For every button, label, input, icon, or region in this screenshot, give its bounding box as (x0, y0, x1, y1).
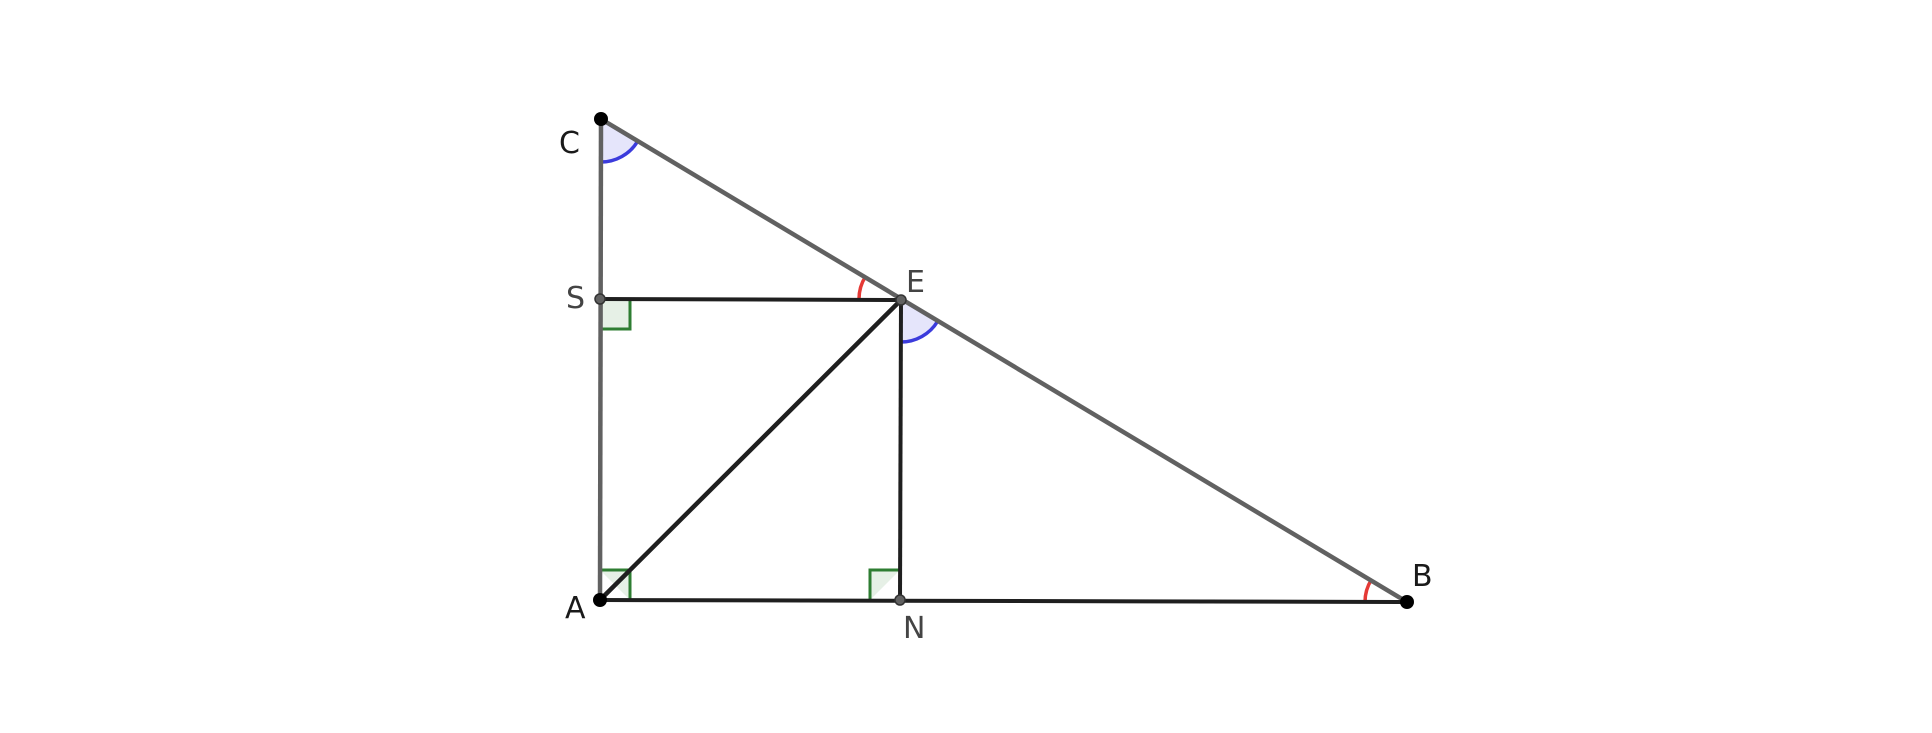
angle-arc-c (600, 140, 639, 164)
angle-marks (598, 119, 1374, 603)
right-angle-mark-s (598, 299, 632, 331)
label-b: B (1412, 559, 1433, 594)
label-e: E (906, 265, 925, 300)
point-e[interactable] (895, 294, 907, 306)
segment-se (599, 297, 902, 302)
point-c[interactable] (594, 112, 608, 126)
angle-arc-e-red (857, 275, 868, 300)
segment-en (898, 299, 903, 601)
angle-mark-c (601, 119, 638, 162)
label-a: A (565, 591, 586, 626)
segment-ca (597, 118, 604, 601)
point-a[interactable] (593, 593, 607, 607)
segment-ae (598, 298, 903, 602)
label-s: S (566, 281, 585, 316)
points (593, 112, 1414, 609)
point-n[interactable] (894, 594, 906, 606)
point-s[interactable] (594, 293, 606, 305)
segment-ab (599, 598, 1408, 604)
angle-mark-e-blue (901, 299, 938, 342)
point-b[interactable] (1400, 595, 1414, 609)
angle-arc-e-blue (900, 320, 939, 344)
label-n: N (903, 611, 925, 646)
label-c: C (559, 126, 580, 161)
point-labels: C S E A N B (559, 126, 1433, 646)
right-angle-mark-n (868, 568, 900, 600)
segment-cb (599, 117, 1409, 604)
angle-arc-b (1363, 578, 1374, 603)
segments (597, 117, 1409, 604)
